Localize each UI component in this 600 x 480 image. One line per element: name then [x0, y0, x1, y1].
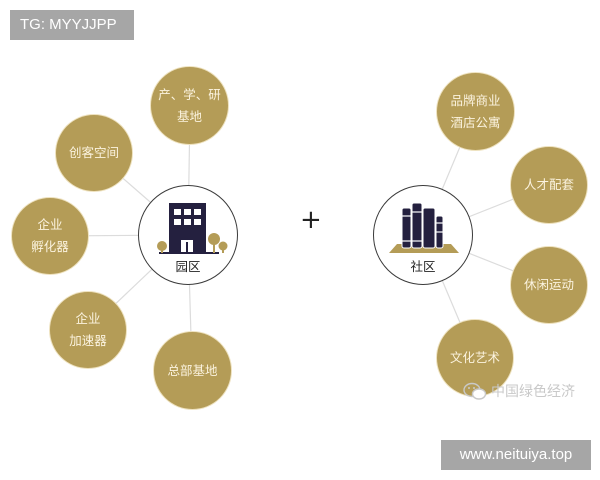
node-brand-commercial-hotel-apartment: 品牌商业 酒店公寓 — [437, 73, 514, 150]
node-label-line2: 加速器 — [69, 333, 107, 348]
node-label-line1: 企业 — [37, 217, 63, 232]
node-label-line2: 基地 — [176, 108, 202, 124]
node-label-line1: 文化艺术 — [449, 350, 500, 365]
node-label-line2: 孵化器 — [31, 239, 69, 254]
books-icon — [389, 202, 459, 253]
node-label-line1: 总部基地 — [167, 362, 218, 378]
wechat-icon — [463, 382, 487, 400]
watermark: 中国绿色经济 — [462, 381, 575, 401]
site-url-badge: www.neituiya.top — [441, 440, 591, 470]
node-industry-academia-research-base: 产、学、研 基地 — [151, 67, 228, 144]
node-label-line1: 人才配套 — [523, 177, 574, 192]
node-label-line1: 企业 — [75, 311, 101, 326]
node-culture-art: 文化艺术 — [437, 320, 513, 396]
tg-badge: TG: MYYJJPP — [10, 10, 134, 40]
node-label-line1: 创客空间 — [68, 145, 119, 160]
hub-community: 社区 — [373, 185, 473, 285]
node-enterprise-accelerator: 企业 加速器 — [50, 292, 126, 368]
node-label-line1: 产、学、研 — [158, 86, 221, 102]
hub-label: 园区 — [175, 259, 201, 274]
node-maker-space: 创客空间 — [56, 115, 132, 191]
node-label-line1: 品牌商业 — [450, 92, 501, 108]
node-enterprise-incubator: 企业 孵化器 — [12, 198, 88, 274]
watermark-text: 中国绿色经济 — [491, 384, 575, 400]
node-talent-support: 人才配套 — [511, 147, 587, 223]
node-label-line1: 休闲运动 — [523, 277, 574, 292]
office-building-icon — [157, 203, 228, 254]
hub-park: 园区 — [138, 185, 238, 285]
node-headquarters-base: 总部基地 — [154, 332, 231, 409]
plus-operator: + — [300, 205, 322, 235]
node-leisure-sports: 休闲运动 — [511, 247, 587, 323]
hub-label: 社区 — [410, 259, 436, 274]
node-label-line2: 酒店公寓 — [450, 114, 501, 130]
